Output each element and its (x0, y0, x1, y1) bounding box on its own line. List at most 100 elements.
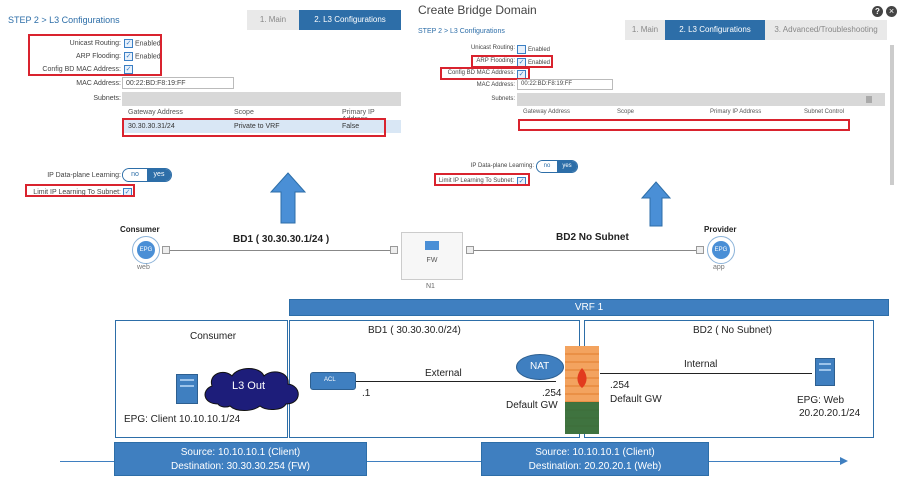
gw2-ip: .254 (610, 380, 630, 391)
gw1-ip: .254 (542, 388, 562, 399)
provider-epg-icon[interactable]: EPG (707, 236, 735, 264)
left-highlight-l3-options (28, 34, 162, 76)
right-toggle-yes[interactable]: yes (557, 161, 577, 172)
right-mac-input[interactable]: 00:22:BD:F8:19:FF (517, 79, 613, 90)
right-unicast-label: Unicast Routing: (470, 45, 515, 51)
topo-provider-label: Provider (704, 225, 737, 234)
external-label: External (425, 368, 462, 379)
external-link (356, 381, 556, 382)
left-config-mac-check[interactable]: ✓ (124, 65, 135, 74)
help-icon[interactable]: ? (872, 6, 883, 17)
right-step-advanced[interactable]: 3. Advanced/Troubleshooting (774, 25, 878, 34)
gw1-label: Default GW (506, 400, 558, 411)
client-server-icon (176, 374, 198, 404)
internal-link (600, 373, 812, 374)
left-dataplane-toggle[interactable]: no yes (122, 168, 172, 182)
right-wizard-steps: 1. Main 2. L3 Configurations 3. Advanced… (625, 20, 887, 40)
right-highlight-empty-subnet (518, 119, 850, 131)
flow1-destination: Destination: 30.30.30.254 (FW) (171, 461, 310, 472)
left-col-scope[interactable]: Scope (234, 109, 254, 116)
right-subnets-label: Subnets: (491, 96, 515, 102)
close-icon[interactable]: × (886, 6, 897, 17)
acl-router-icon[interactable]: ACL (310, 372, 356, 390)
check-icon[interactable]: ✓ (124, 39, 133, 48)
consumer-connector (162, 246, 170, 254)
flow1-source: Source: 10.10.10.1 (Client) (180, 447, 301, 458)
provider-connector (696, 246, 704, 254)
right-step-l3[interactable]: 2. L3 Configurations (665, 20, 765, 40)
topo-provider-sub: app (713, 264, 725, 271)
left-step-main[interactable]: 1. Main (259, 15, 287, 24)
up-arrow-right (641, 181, 671, 227)
left-highlight-limit (25, 184, 135, 197)
left-mac-input[interactable]: 00:22:BD:F8:19:FF (122, 77, 234, 89)
firewall-brick-icon[interactable] (565, 346, 599, 434)
left-subnet-row[interactable]: 30.30.30.31/24 Private to VRF False (122, 120, 401, 133)
right-limit-label: Limit IP Learning To Subnet: (438, 178, 514, 184)
flow2-banner: Source: 10.10.10.1 (Client) Destination:… (481, 442, 709, 476)
right-col-scope[interactable]: Scope (617, 109, 635, 115)
right-highlight-config-mac (440, 67, 530, 80)
flow2-destination: Destination: 20.20.20.1 (Web) (528, 461, 662, 472)
up-arrow-left (270, 172, 306, 224)
right-toggle-no[interactable]: no (537, 161, 557, 172)
right-highlight-limit (434, 173, 530, 186)
consumer-box-title: Consumer (190, 331, 237, 342)
topo-bd1-label: BD1 ( 30.30.30.1/24 ) (233, 234, 330, 245)
check-icon[interactable]: ✓ (124, 52, 133, 61)
topo-consumer-label: Consumer (120, 225, 160, 234)
left-subnets-header: Gateway Address Scope Primary IP Address (122, 107, 401, 123)
flow-line (60, 461, 842, 462)
topo-fw-label: FW (426, 257, 438, 264)
right-config-mac-label: Config BD MAC Address: (447, 70, 515, 76)
flow1-banner: Source: 10.10.10.1 (Client) Destination:… (114, 442, 367, 476)
right-col-subnet-control[interactable]: Subnet Control (804, 109, 845, 115)
left-subnets-label: Subnets: (93, 95, 121, 102)
left-unicast-value[interactable]: ✓Enabled (124, 39, 161, 48)
left-highlight-subnet (122, 118, 386, 137)
left-toggle-yes[interactable]: yes (147, 169, 171, 181)
check-icon[interactable] (517, 45, 526, 54)
left-row-gateway: 30.30.30.31/24 (128, 123, 175, 130)
epg-web-ip: 20.20.20.1/24 (799, 408, 861, 419)
nat-label: NAT (530, 361, 550, 372)
internal-label: Internal (684, 359, 718, 370)
right-scrollbar[interactable] (890, 45, 894, 185)
left-step-l3[interactable]: 2. L3 Configurations (299, 10, 401, 30)
epg-web-label: EPG: Web (797, 395, 845, 406)
gw2-label: Default GW (610, 394, 662, 405)
fw-node[interactable]: FW (401, 232, 463, 280)
right-dataplane-label: IP Data-plane Learning: (470, 163, 534, 169)
right-step-main[interactable]: 1. Main (631, 25, 659, 34)
right-mac-label: MAC Address: (476, 82, 515, 88)
dot1-label: .1 (362, 388, 371, 399)
acl-label: ACL (324, 377, 336, 383)
l3out-label: L3 Out (232, 380, 266, 392)
check-icon[interactable]: ✓ (124, 65, 133, 74)
right-col-gateway[interactable]: Gateway Address (523, 109, 571, 115)
left-toggle-no[interactable]: no (123, 169, 147, 181)
left-step-title: STEP 2 > L3 Configurations (8, 15, 120, 25)
left-config-mac-label: Config BD MAC Address: (42, 66, 121, 73)
left-arp-text: Enabled (135, 53, 161, 61)
left-row-scope: Private to VRF (234, 123, 280, 130)
fw-right-connector (466, 246, 474, 254)
bd1-link (170, 250, 390, 251)
right-unicast-value[interactable]: Enabled (517, 45, 550, 54)
left-unicast-label: Unicast Routing: (69, 40, 121, 47)
trash-icon[interactable] (866, 96, 872, 103)
right-dataplane-toggle[interactable]: no yes (536, 160, 578, 173)
consumer-epg-badge: EPG (137, 241, 155, 259)
firewall-icon (425, 241, 439, 250)
flow2-source: Source: 10.10.10.1 (Client) (535, 447, 655, 458)
nat-node[interactable]: NAT (516, 354, 564, 380)
topo-consumer-sub: web (137, 264, 150, 271)
bd2-box-title: BD2 ( No Subnet) (693, 325, 772, 336)
vrf-banner: VRF 1 (289, 299, 889, 316)
topo-bd2-label: BD2 No Subnet (556, 232, 629, 243)
l3out-cloud-icon[interactable] (198, 364, 308, 412)
right-col-primary[interactable]: Primary IP Address (710, 109, 762, 115)
left-col-gateway[interactable]: Gateway Address (128, 109, 183, 116)
left-arp-value[interactable]: ✓Enabled (124, 52, 161, 61)
consumer-epg-icon[interactable]: EPG (132, 236, 160, 264)
